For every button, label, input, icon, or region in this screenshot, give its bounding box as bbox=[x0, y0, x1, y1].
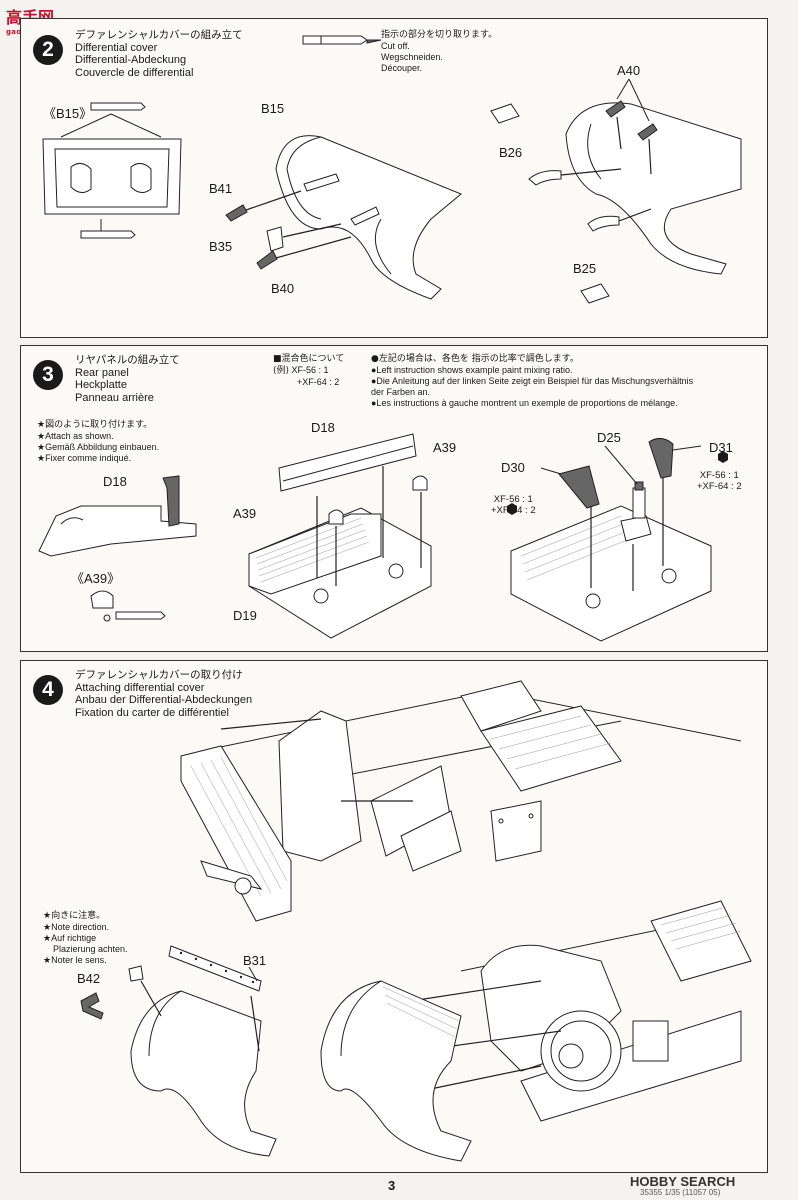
a40-part-2 bbox=[637, 123, 658, 141]
step-4-titles: デファレンシャルカバーの取り付け Attaching differential … bbox=[75, 669, 253, 719]
a40-part-1 bbox=[605, 100, 626, 118]
d31-part bbox=[648, 438, 674, 479]
knife-icon bbox=[302, 35, 382, 45]
step-2-titles: デファレンシャルカバーの組み立て Differential cover Diff… bbox=[75, 29, 243, 79]
b25-part bbox=[587, 215, 620, 232]
step-4-panel: 4 デファレンシャルカバーの取り付け Attaching differentia… bbox=[20, 660, 768, 1173]
b35-part bbox=[266, 226, 284, 252]
label-b31: B31 bbox=[243, 953, 267, 968]
label-b25: B25 bbox=[573, 261, 597, 276]
label-b40: B40 bbox=[271, 281, 295, 296]
b42-part bbox=[128, 965, 144, 982]
label-b42: B42 bbox=[77, 971, 101, 986]
step-2-illustration bbox=[42, 35, 742, 304]
step-number: 4 bbox=[33, 675, 63, 705]
label-d25: D25 bbox=[597, 430, 621, 445]
label-a40: A40 bbox=[617, 63, 641, 78]
d18-part bbox=[278, 433, 417, 492]
label-b15: B15 bbox=[261, 101, 285, 116]
a39-reference-part bbox=[90, 590, 166, 622]
label-d31: D31 bbox=[709, 440, 733, 455]
d30-mix-ratio: XF-56 : 1+XF-64 : 2 bbox=[491, 494, 536, 516]
d19-rear-panel bbox=[248, 507, 432, 639]
a39-part-right bbox=[412, 475, 428, 491]
watermark-text: HOBBY SEARCH bbox=[630, 1174, 736, 1189]
upper-hull-assembly bbox=[180, 680, 742, 922]
step-3-panel: 3 リヤパネルの組み立て Rear panel Heckplatte Panne… bbox=[20, 345, 768, 652]
left-differential-cover bbox=[130, 990, 277, 1157]
b40-part bbox=[256, 250, 278, 270]
mix-ratio-note: ●左記の場合は、各色を 指示の比率で調色します。 ●Left instructi… bbox=[371, 354, 694, 408]
label-a39-right: A39 bbox=[433, 440, 457, 455]
d25-part bbox=[620, 481, 652, 542]
d30-part bbox=[558, 465, 600, 509]
note-direction: ★向きに注意。 ★Note direction. ★Auf richtige P… bbox=[43, 911, 128, 965]
label-d19: D19 bbox=[233, 608, 257, 623]
label-b15-ref: 《B15》 bbox=[43, 106, 93, 121]
bracket-part-lower bbox=[580, 283, 610, 304]
step-number: 3 bbox=[33, 360, 63, 390]
lower-hull-assembly bbox=[410, 900, 752, 1122]
rear-panel-assembled bbox=[510, 505, 712, 642]
label-b41: B41 bbox=[209, 181, 233, 196]
label-b26: B26 bbox=[499, 145, 523, 160]
step-4-illustration bbox=[80, 680, 752, 1162]
label-a39-left: A39 bbox=[233, 506, 257, 521]
label-a39-ref: 《A39》 bbox=[71, 571, 121, 586]
step-3-titles: リヤパネルの組み立て Rear panel Heckplatte Panneau… bbox=[75, 354, 180, 404]
b42-direction-icon bbox=[80, 992, 104, 1020]
label-b35: B35 bbox=[209, 239, 233, 254]
a39-part-left bbox=[328, 509, 344, 525]
b41-part bbox=[225, 204, 248, 222]
mix-ratio-key: ■混合色について (例) XF-56 : 1 +XF-64 : 2 bbox=[273, 354, 345, 387]
d31-mix-ratio: XF-56 : 1+XF-64 : 2 bbox=[697, 470, 742, 492]
bracket-part bbox=[490, 103, 520, 124]
b15-cover-part bbox=[275, 135, 462, 300]
page-number: 3 bbox=[388, 1178, 396, 1193]
label-d18: D18 bbox=[311, 420, 335, 435]
step-2-panel: 2 デファレンシャルカバーの組み立て Differential cover Di… bbox=[20, 18, 768, 338]
b31-part bbox=[168, 945, 262, 992]
label-d18-small: D18 bbox=[103, 474, 127, 489]
product-code: 35355 1/35 (11057 05) bbox=[640, 1188, 721, 1197]
cut-off-note: 指示の部分を切り取ります。 Cut off. Wegschneiden. Déc… bbox=[381, 30, 498, 73]
label-d30: D30 bbox=[501, 460, 525, 475]
paint-hex-icon-d31 bbox=[718, 451, 728, 463]
paint-hex-icon-d30 bbox=[507, 503, 517, 515]
attach-note: ★図のように取り付けます。 ★Attach as shown. ★Gemäß A… bbox=[37, 420, 160, 463]
differential-cover-part bbox=[320, 980, 472, 1162]
b15-reference-part bbox=[42, 102, 182, 239]
b26-part bbox=[528, 170, 562, 186]
step-3-illustration bbox=[38, 433, 728, 642]
rear-panel-detail bbox=[38, 475, 197, 557]
step-number: 2 bbox=[33, 35, 63, 65]
